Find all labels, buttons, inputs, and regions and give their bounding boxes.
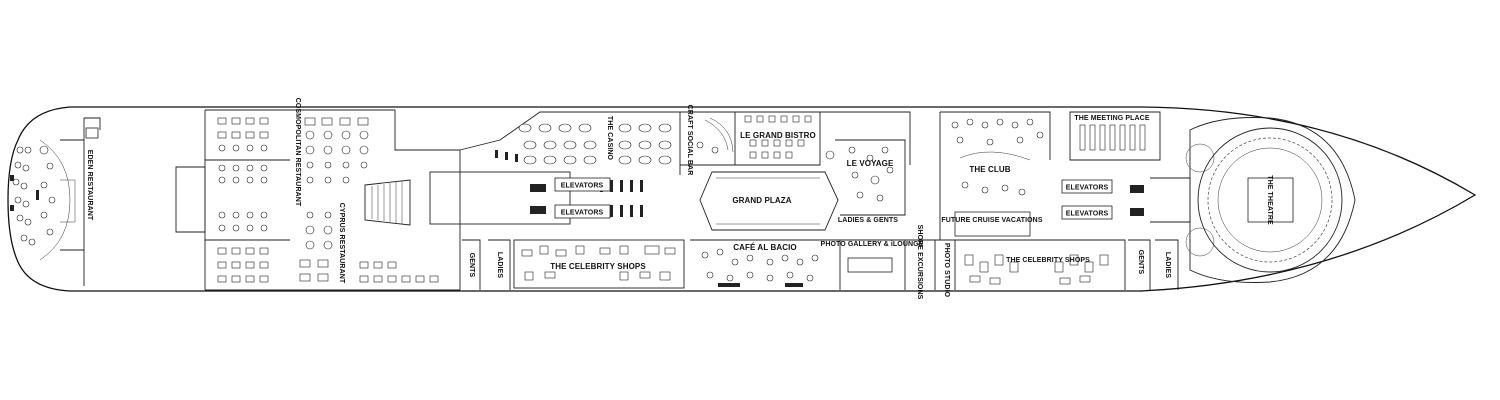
ladies-gents-label: LADIES & GENTS [838,217,898,224]
svg-text:CYPRUS RESTAURANT: CYPRUS RESTAURANT [338,203,345,284]
craft-bar-area: CRAFT SOCIAL BAR [680,105,736,176]
forward-elevators: ELEVATORS ELEVATORS [1061,177,1191,223]
cosmopolitan-label: COSMOPOLITAN RESTAURANT [294,98,301,207]
photo-area: PHOTO GALLERY & iLOUNGE SHORE EXCURSIONS… [821,225,956,300]
shops-fwd-area: THE CELEBRITY SHOPS [955,239,1126,290]
cafe-area: CAFÉ AL BACIO [690,239,841,290]
casino-label: THE CASINO [606,116,613,161]
svg-text:PHOTO STUDIO: PHOTO STUDIO [943,243,950,298]
future-cruise-label: FUTURE CRUISE VACATIONS [941,217,1042,224]
elevators-label-1: ELEVATORS [561,183,604,190]
ladies-label-1: LADIES [496,252,503,278]
svg-text:LADIES: LADIES [1164,252,1171,278]
photo-gallery-label: PHOTO GALLERY & iLOUNGE [821,241,924,248]
eden-label: EDEN RESTAURANT [86,150,93,221]
shops-label-2: THE CELEBRITY SHOPS [1006,257,1090,264]
theatre-area: THE THEATRE [1185,117,1356,283]
restaurants-area: COSMOPOLITAN RESTAURANT CYPRUS RESTAURAN… [205,98,461,291]
svg-text:THE THEATRE: THE THEATRE [1266,175,1273,225]
grand-plaza-label: GRAND PLAZA [732,196,791,205]
le-voyage-area: LE VOYAGE LADIES & GENTS [820,111,911,224]
eden-restaurant-area: EDEN RESTAURANT [10,117,101,286]
bistro-area: LE GRAND BISTRO [735,111,821,166]
meeting-place-area: THE MEETING PLACE [1069,111,1161,161]
craft-bar-label: CRAFT SOCIAL BAR [686,105,693,176]
svg-text:GENTS: GENTS [1137,250,1144,275]
svg-text:EDEN RESTAURANT: EDEN RESTAURANT [86,150,93,221]
ladies-label-2: LADIES [1164,252,1171,278]
gents-label-2: GENTS [1137,250,1144,275]
meeting-place-label: THE MEETING PLACE [1074,115,1149,122]
svg-text:SHORE EXCURSIONS: SHORE EXCURSIONS [916,225,923,300]
club-area: THE CLUB FUTURE CRUISE VACATIONS [939,111,1051,240]
le-voyage-label: LE VOYAGE [847,159,894,168]
theatre-label: THE THEATRE [1266,175,1273,225]
forward-toilets: GENTS LADIES [1128,239,1179,290]
shore-excursions-label: SHORE EXCURSIONS [916,225,923,300]
shops-label-1: THE CELEBRITY SHOPS [550,262,646,271]
svg-text:GENTS: GENTS [468,253,475,278]
cyprus-label: CYPRUS RESTAURANT [338,203,345,284]
svg-text:CRAFT SOCIAL BAR: CRAFT SOCIAL BAR [686,105,693,176]
shops-aft-area: GENTS LADIES THE CELEBRITY SHOPS [462,239,685,290]
elevators-label-2: ELEVATORS [561,210,604,217]
gents-label-1: GENTS [468,253,475,278]
svg-text:COSMOPOLITAN RESTAURANT: COSMOPOLITAN RESTAURANT [294,98,301,207]
elevators-label-4: ELEVATORS [1066,211,1109,218]
photo-studio-label: PHOTO STUDIO [943,243,950,298]
ship-hull [7,106,1477,292]
bistro-label: LE GRAND BISTRO [740,131,816,140]
cafe-label: CAFÉ AL BACIO [733,243,797,252]
casino-area: ELEVATORS ELEVATORS THE CASINO [429,111,681,225]
grand-plaza-area: GRAND PLAZA [699,171,839,231]
svg-text:THE CASINO: THE CASINO [606,116,613,161]
club-label: THE CLUB [969,165,1010,174]
elevators-label-3: ELEVATORS [1066,185,1109,192]
svg-text:LADIES: LADIES [496,252,503,278]
